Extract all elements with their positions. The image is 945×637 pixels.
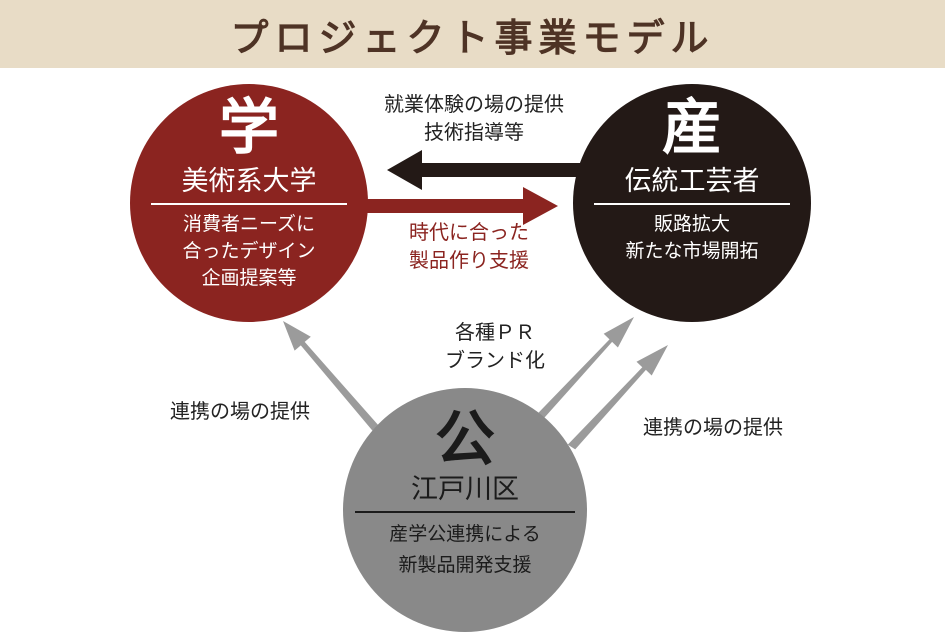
arrow-kou-to-san-upper (534, 317, 634, 423)
node-san-name: 伝統工芸者 (624, 166, 760, 197)
node-gaku-char: 学 (219, 93, 279, 163)
node-san-desc-line: 新たな市場開拓 (625, 239, 759, 262)
node-kou-char: 公 (435, 405, 495, 475)
node-san-desc: 販路拡大 新たな市場開拓 (625, 211, 758, 264)
node-kou-divider (355, 511, 575, 514)
edge-label-line: 技術指導等 (424, 120, 524, 144)
node-kou: 公 江戸川区 産学公連携による 新製品開発支援 (343, 388, 587, 632)
edge-label-san-to-gaku: 就業体験の場の提供 技術指導等 (364, 90, 584, 146)
node-san-divider (594, 203, 790, 206)
edge-label-line: 時代に合った (409, 220, 529, 244)
node-gaku-divider (151, 203, 347, 206)
arrow-kou-to-gaku (283, 321, 386, 441)
arrow-san-to-gaku (387, 150, 595, 190)
node-gaku-desc-line: 合ったデザイン (182, 239, 316, 262)
node-gaku-desc: 消費者ニーズに 合ったデザイン 企画提案等 (182, 211, 315, 291)
edge-label-line: 連携の場の提供 (170, 399, 310, 423)
node-kou-desc-line: 新製品開発支援 (398, 553, 532, 576)
node-kou-desc-line: 産学公連携による (389, 523, 541, 546)
node-gaku-desc-line: 企画提案等 (201, 266, 297, 289)
edge-label-kou-to-gaku: 連携の場の提供 (150, 397, 330, 425)
node-gaku-desc-line: 消費者ニーズに (182, 213, 316, 236)
arrow-gaku-to-san (350, 187, 558, 225)
node-san-desc-line: 販路拡大 (653, 213, 730, 236)
edge-label-line: 各種ＰＲ (455, 320, 535, 344)
edge-label-line: 製品作り支援 (409, 248, 529, 272)
node-san-char: 産 (662, 93, 722, 163)
edge-label-kou-to-san-top: 各種ＰＲ ブランド化 (425, 318, 565, 374)
node-gaku-name: 美術系大学 (181, 166, 317, 197)
edge-label-line: ブランド化 (445, 348, 545, 372)
node-gaku: 学 美術系大学 消費者ニーズに 合ったデザイン 企画提案等 (130, 84, 368, 322)
edge-label-line: 連携の場の提供 (643, 415, 783, 439)
title-banner: プロジェクト事業モデル (0, 0, 945, 68)
diagram-title: プロジェクト事業モデル (230, 14, 715, 60)
edge-label-gaku-to-san: 時代に合った 製品作り支援 (384, 218, 554, 274)
edge-label-line: 就業体験の場の提供 (384, 92, 564, 116)
node-san: 産 伝統工芸者 販路拡大 新たな市場開拓 (573, 84, 811, 322)
edge-label-kou-to-san-right: 連携の場の提供 (618, 413, 808, 441)
node-kou-name: 江戸川区 (411, 474, 519, 505)
arrow-kou-to-san-lower (567, 345, 668, 450)
node-kou-desc: 産学公連携による 新製品開発支援 (389, 519, 540, 580)
